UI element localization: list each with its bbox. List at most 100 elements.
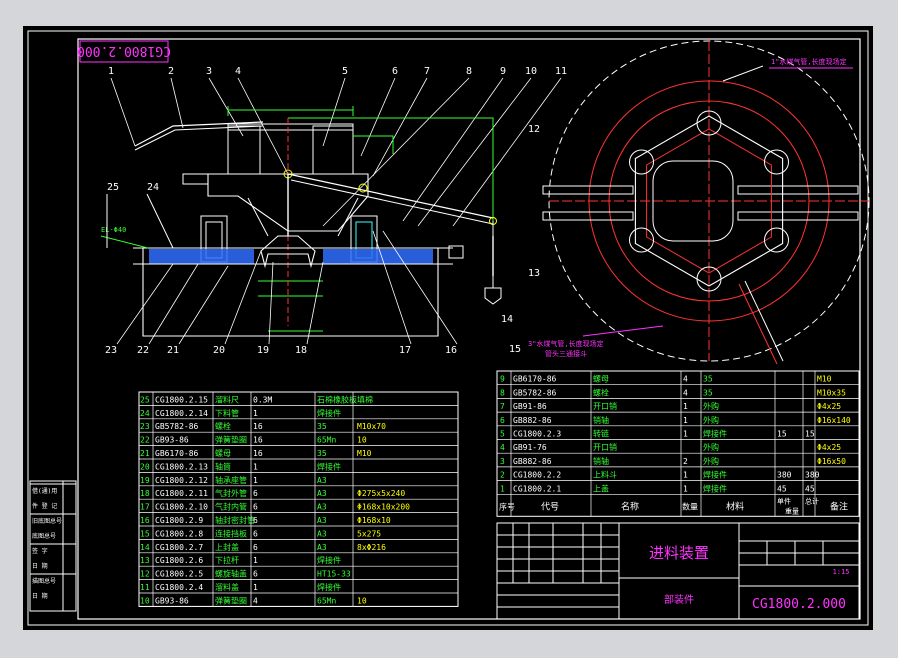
balloon-14: 14 — [501, 314, 513, 325]
balloon-21: 21 — [167, 345, 179, 356]
svg-text:4: 4 — [683, 388, 688, 397]
svg-text:1: 1 — [683, 484, 688, 493]
drawing-number: CG1800.2.000 — [752, 597, 846, 612]
svg-text:焊接件: 焊接件 — [317, 555, 341, 565]
svg-text:代号: 代号 — [541, 501, 559, 512]
subtitle: 部装件 — [664, 593, 694, 606]
svg-text:20: 20 — [140, 462, 150, 471]
svg-text:焊接件: 焊接件 — [703, 470, 727, 480]
svg-text:A3: A3 — [317, 476, 327, 485]
stamp-label: 日 期 — [32, 592, 48, 600]
svg-text:1: 1 — [253, 409, 258, 418]
svg-text:焊接件: 焊接件 — [703, 429, 727, 439]
svg-text:GB6170-86: GB6170-86 — [155, 449, 199, 458]
svg-text:CG1800.2.8: CG1800.2.8 — [155, 529, 203, 538]
svg-text:0.3M: 0.3M — [253, 395, 272, 404]
svg-text:外购: 外购 — [703, 415, 719, 425]
balloon-1: 1 — [108, 66, 114, 77]
svg-text:溜料盖: 溜料盖 — [215, 582, 239, 592]
svg-text:GB882-86: GB882-86 — [513, 457, 552, 466]
svg-text:16: 16 — [140, 516, 150, 525]
balloon-4: 4 — [235, 66, 241, 77]
svg-text:上盖: 上盖 — [593, 483, 609, 493]
annotation-bottom-2: 管头三通接斗 — [545, 349, 587, 358]
svg-text:6: 6 — [253, 543, 258, 552]
svg-text:M10: M10 — [357, 449, 372, 458]
svg-text:下拉杆: 下拉杆 — [215, 555, 239, 565]
plan-bolt-hole — [764, 227, 789, 253]
svg-text:6: 6 — [253, 529, 258, 538]
stamp-label: 件 登 记 — [32, 502, 57, 510]
svg-text:6: 6 — [253, 570, 258, 579]
svg-text:35: 35 — [317, 422, 327, 431]
plan-center-box — [652, 160, 734, 242]
chute — [134, 121, 264, 147]
svg-text:GB93-86: GB93-86 — [155, 596, 189, 605]
svg-text:2: 2 — [500, 471, 505, 480]
tank-outline — [142, 248, 439, 337]
svg-text:35: 35 — [317, 449, 327, 458]
svg-text:CG1800.2.15: CG1800.2.15 — [155, 395, 208, 404]
svg-text:65Mn: 65Mn — [317, 436, 336, 445]
svg-text:21: 21 — [140, 449, 150, 458]
plan-view: 1"水煤气管,长度现场定 3"水煤气管,长度现场定 管头三通接斗 — [528, 40, 870, 365]
plan-bolt-hole — [629, 227, 654, 253]
drawing-frame-outer — [27, 30, 869, 626]
svg-text:18: 18 — [140, 489, 150, 498]
svg-text:380: 380 — [777, 471, 792, 480]
svg-text:1: 1 — [683, 471, 688, 480]
svg-text:焊接件: 焊接件 — [317, 408, 341, 418]
svg-text:连接挡板: 连接挡板 — [215, 528, 247, 538]
balloon-22: 22 — [137, 345, 149, 356]
water-tank-left — [149, 249, 254, 264]
svg-text:开口销: 开口销 — [593, 401, 617, 411]
svg-text:15: 15 — [805, 430, 815, 439]
svg-text:上封盖: 上封盖 — [215, 542, 239, 552]
svg-text:石棉橡胶板填棉: 石棉橡胶板填棉 — [317, 394, 373, 404]
svg-text:CG1800.2.2: CG1800.2.2 — [513, 471, 561, 480]
annotation-bottom-1: 3"水煤气管,长度现场定 — [528, 339, 604, 348]
svg-text:Φ16x140: Φ16x140 — [817, 416, 851, 425]
svg-text:A3: A3 — [317, 529, 327, 538]
balloon-23: 23 — [105, 345, 117, 356]
svg-text:轴封密封管: 轴封密封管 — [215, 515, 255, 525]
cad-drawing: CG1800.2.000 — [27, 30, 870, 626]
svg-text:CG1800.2.1: CG1800.2.1 — [513, 484, 561, 493]
svg-text:8: 8 — [500, 388, 505, 397]
balloon-19: 19 — [257, 345, 269, 356]
svg-text:A3: A3 — [317, 543, 327, 552]
side-view: EL-Φ40 — [100, 77, 562, 337]
balloon-3: 3 — [206, 66, 212, 77]
drawing-canvas: CG1800.2.000 — [23, 26, 873, 630]
svg-text:16: 16 — [253, 422, 263, 431]
svg-text:14: 14 — [140, 543, 150, 552]
svg-text:CG1800.2.10: CG1800.2.10 — [155, 503, 208, 512]
svg-text:35: 35 — [703, 388, 713, 397]
svg-text:CG1800.2.13: CG1800.2.13 — [155, 462, 208, 471]
svg-text:螺旋轴盖: 螺旋轴盖 — [215, 569, 247, 579]
svg-text:GB882-86: GB882-86 — [513, 416, 552, 425]
svg-text:CG1800.2.14: CG1800.2.14 — [155, 409, 208, 418]
hopper-box-left — [227, 125, 261, 175]
level-dim-label: EL-Φ40 — [101, 226, 126, 234]
svg-text:10: 10 — [357, 596, 367, 605]
svg-text:外购: 外购 — [703, 456, 719, 466]
svg-text:6: 6 — [253, 516, 258, 525]
svg-text:Φ275x5x240: Φ275x5x240 — [357, 489, 405, 498]
plan-hexagon — [634, 115, 784, 287]
balloon-15: 15 — [509, 344, 521, 355]
svg-text:螺栓: 螺栓 — [215, 421, 231, 431]
plan-bolt-hole — [696, 110, 722, 136]
